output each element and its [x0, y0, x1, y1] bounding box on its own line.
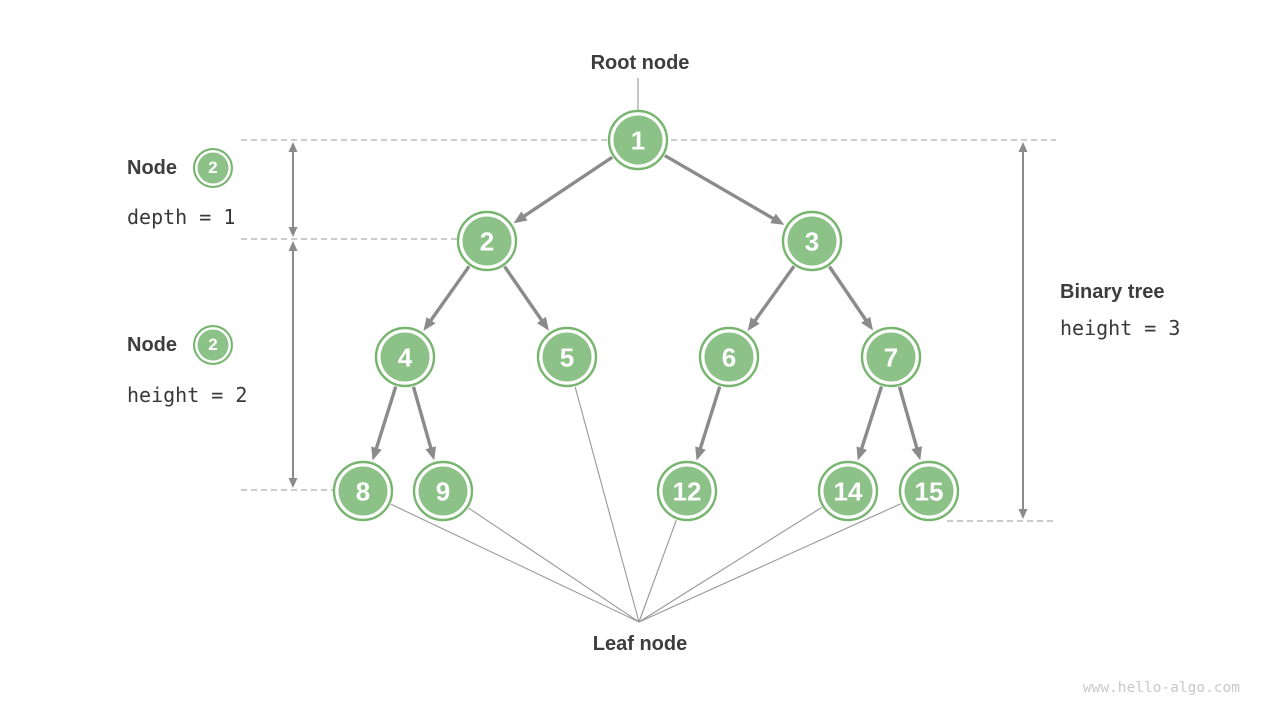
tree-node-2: 2 [456, 210, 518, 272]
tree-node-circle-4 [380, 332, 430, 382]
tree-node-circle-6 [704, 332, 754, 382]
tree-edge-arrowhead-4-8 [371, 446, 382, 461]
tree-node-9: 9 [412, 460, 474, 522]
root-node-label: Root node [590, 52, 690, 74]
tree-node-circle-12 [662, 466, 712, 516]
tree-node-circle-14 [823, 466, 873, 516]
tree-node-3: 3 [781, 210, 843, 272]
binary-tree-height-formula: height = 3 [1060, 316, 1181, 340]
tree-edge-arrowhead-7-14 [856, 446, 867, 461]
tree-edge-3-6 [751, 265, 796, 325]
tree-node-14: 14 [817, 460, 879, 522]
tree-edge-1-2 [520, 155, 614, 220]
tree-node-value-8: 8 [356, 476, 370, 506]
binary-tree-title: Binary tree [1060, 281, 1165, 303]
leaf-node-label: Leaf node [592, 633, 688, 655]
leaf-pointer-line-15 [638, 503, 901, 623]
tree-edge-arrowhead-3-6 [747, 317, 760, 331]
leaf-pointer-line-14 [638, 506, 823, 623]
tree-edge-2-4 [427, 265, 471, 325]
tree-node-8: 8 [332, 460, 394, 522]
measure-arrowhead-top-1 [288, 241, 298, 251]
tree-node-value-9: 9 [436, 476, 450, 506]
measure-arrowhead-bottom-0 [288, 227, 298, 237]
tree-edge-7-14 [858, 385, 884, 453]
tree-edge-6-12 [697, 386, 722, 453]
binary-tree-height-annotation: Binary tree height = 3 [1060, 279, 1180, 340]
node-height-badge: 2 [193, 325, 233, 365]
tree-edge-2-5 [503, 265, 546, 325]
measure-arrowhead-bottom-1 [288, 478, 298, 488]
tree-node-circle-3 [787, 216, 837, 266]
tree-edge-arrowhead-7-15 [911, 446, 923, 461]
tree-node-value-5: 5 [560, 342, 574, 372]
tree-edge-arrowhead-1-3 [770, 213, 785, 225]
watermark: www.hello-algo.com [1082, 680, 1240, 696]
node-height-title: Node [127, 333, 177, 356]
tree-node-1: 1 [607, 109, 669, 171]
tree-edge-4-9 [411, 386, 434, 453]
node-depth-annotation-head: Node 2 [127, 148, 235, 188]
node-height-formula: height = 2 [127, 383, 248, 407]
node-depth-annotation: Node 2 depth = 1 [127, 148, 235, 229]
tree-node-value-12: 12 [673, 476, 702, 506]
leaf-pointer-line-8 [390, 503, 640, 623]
node-depth-formula: depth = 1 [127, 205, 236, 229]
tree-edge-arrowhead-2-5 [536, 316, 549, 331]
tree-edge-7-15 [897, 386, 920, 453]
tree-node-5: 5 [536, 326, 598, 388]
tree-node-circle-2 [462, 216, 512, 266]
tree-node-circle-7 [866, 332, 916, 382]
tree-edge-arrowhead-4-9 [425, 446, 437, 461]
tree-edge-3-7 [828, 265, 870, 325]
tree-node-7: 7 [860, 326, 922, 388]
leaf-pointer-line-9 [468, 507, 640, 623]
leaf-pointer-line-5 [574, 386, 640, 623]
tree-node-circle-5 [542, 332, 592, 382]
tree-node-circle-9 [418, 466, 468, 516]
measure-arrowhead-top-0 [288, 142, 298, 152]
tree-node-value-7: 7 [884, 342, 898, 372]
tree-node-circle-15 [904, 466, 954, 516]
tree-node-value-1: 1 [631, 125, 645, 155]
tree-node-value-2: 2 [480, 226, 494, 256]
tree-node-12: 12 [656, 460, 718, 522]
tree-node-value-4: 4 [398, 342, 413, 372]
tree-node-value-3: 3 [805, 226, 819, 256]
tree-edge-1-3 [663, 154, 778, 222]
node-height-annotation-head: Node 2 [127, 325, 247, 365]
tree-edge-arrowhead-1-2 [513, 211, 528, 224]
tree-edge-4-8 [373, 386, 398, 453]
measure-arrowhead-top-2 [1018, 142, 1028, 152]
leaf-pointer-line-12 [638, 519, 677, 623]
measure-arrowhead-bottom-2 [1018, 509, 1028, 519]
tree-node-value-14: 14 [834, 476, 863, 506]
tree-node-6: 6 [698, 326, 760, 388]
tree-node-value-6: 6 [722, 342, 736, 372]
tree-edge-arrowhead-6-12 [695, 446, 706, 461]
tree-edge-arrowhead-3-7 [861, 316, 873, 331]
node-depth-title: Node [127, 156, 177, 179]
tree-node-circle-8 [338, 466, 388, 516]
tree-edge-arrowhead-2-4 [423, 317, 436, 331]
node-depth-badge: 2 [193, 148, 233, 188]
tree-node-value-15: 15 [915, 476, 944, 506]
tree-node-4: 4 [374, 326, 436, 388]
tree-node-circle-1 [613, 115, 663, 165]
tree-node-15: 15 [898, 460, 960, 522]
node-height-annotation: Node 2 height = 2 [127, 325, 247, 407]
